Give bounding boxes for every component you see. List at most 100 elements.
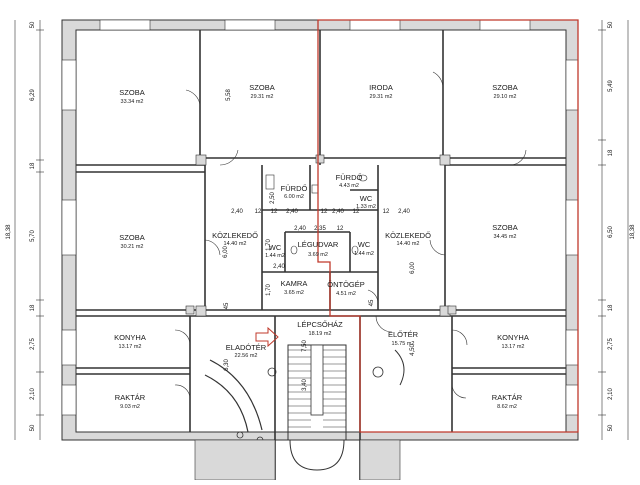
room-name: KONYHA <box>114 333 146 342</box>
dimension-label: 12 <box>353 209 360 215</box>
room-name: RAKTÁR <box>115 393 146 402</box>
room-name: SZOBA <box>119 88 144 97</box>
interior-walls <box>76 30 566 480</box>
room-area: 1.44 m2 <box>354 251 374 257</box>
dimension-label: 2,50 <box>270 192 276 204</box>
dimension-label: 4,50 <box>410 344 416 356</box>
dimension-label: 3,40 <box>302 379 308 391</box>
dimension-label: 45 <box>224 302 230 309</box>
dimension-label: 2,40 <box>286 209 298 215</box>
dimension-label: 6,50 <box>608 226 614 238</box>
dimension-label: 2,40 <box>398 209 410 215</box>
room-name: LÉPCSŐHÁZ <box>297 320 343 329</box>
dimension-label: 1,70 <box>266 239 272 251</box>
room-area: 18.19 m2 <box>309 331 332 337</box>
left-dimension-ticks <box>36 29 44 416</box>
staircase <box>287 344 347 471</box>
room-labels: SZOBA 33.34 m2 SZOBA 29.31 m2 IRODA 29.3… <box>114 83 529 410</box>
room-area: 4.43 m2 <box>339 183 359 189</box>
room-area: 13.17 m2 <box>119 344 142 350</box>
dimension-label: 6,29 <box>30 89 36 101</box>
room-name: RAKTÁR <box>492 393 523 402</box>
room-name: SZOBA <box>119 233 144 242</box>
dimension-label: 2,75 <box>608 338 614 350</box>
room-area: 3.69 m2 <box>308 252 328 258</box>
dimension-label: 45 <box>369 299 375 306</box>
room-name: SZOBA <box>492 223 517 232</box>
right-dimension-ticks <box>598 29 606 416</box>
room-area: 14.40 m2 <box>224 241 247 247</box>
room-area: 30.21 m2 <box>121 244 144 250</box>
room-name: FÜRDŐ <box>281 184 308 193</box>
edge-markers <box>194 439 401 481</box>
room-area: 9.03 m2 <box>120 404 140 410</box>
room-name: ÖNTÖGÉP <box>327 280 365 289</box>
dimension-label: 1,70 <box>266 284 272 296</box>
dimension-label: 5,58 <box>226 89 232 101</box>
dimension-label: 2,40 <box>231 209 243 215</box>
room-area: 15.75 m2 <box>392 341 415 347</box>
dimension-label: 6,30 <box>224 359 230 371</box>
dimension-label: 50 <box>30 424 36 431</box>
dimension-label: 6,00 <box>223 246 229 258</box>
room-area: 4.51 m2 <box>336 291 356 297</box>
dimension-label: 2,10 <box>30 388 36 400</box>
room-area: 1.33 m2 <box>356 204 376 210</box>
bathroom-fixtures <box>265 174 368 255</box>
room-name: IRODA <box>369 83 393 92</box>
dimension-label: 2,40 <box>332 209 344 215</box>
dimension-label: 12 <box>383 209 390 215</box>
room-area: 22.56 m2 <box>235 353 258 359</box>
dimension-label: 50 <box>30 21 36 28</box>
room-name: WC <box>269 243 282 252</box>
dimension-label: 12 <box>255 209 262 215</box>
dimension-label: 18 <box>30 162 36 169</box>
room-area: 34.45 m2 <box>494 234 517 240</box>
room-area: 13.17 m2 <box>502 344 525 350</box>
dimension-total: 18,38 <box>6 224 12 240</box>
dimension-label: 5,70 <box>30 230 36 242</box>
room-name: SZOBA <box>492 83 517 92</box>
room-area: 6.00 m2 <box>284 194 304 200</box>
inner-dimensions: 5,58 2,50 12 2,40 12 2,40 2,40 2,35 12 2… <box>223 89 416 391</box>
dimension-label: 2,35 <box>314 226 326 232</box>
left-dimension-chain: 50 6,29 18 5,70 18 2,75 2,10 50 18,38 <box>6 20 44 440</box>
dimension-label: 12 <box>321 209 328 215</box>
room-area: 29.31 m2 <box>251 94 274 100</box>
entry-arrow <box>255 326 279 348</box>
doors <box>174 71 527 399</box>
sales-counter <box>204 349 405 444</box>
dimension-label: 12 <box>337 226 344 232</box>
right-dimension-chain: 50 5,49 18 6,50 18 2,75 2,10 50 18,38 <box>598 20 636 440</box>
dimension-label: 18 <box>608 304 614 311</box>
room-name: KÖZLEKEDŐ <box>385 231 431 240</box>
room-name: KÖZLEKEDŐ <box>212 231 258 240</box>
room-area: 3.65 m2 <box>284 290 304 296</box>
dimension-label: 50 <box>608 424 614 431</box>
columns <box>185 154 457 317</box>
room-area: 29.10 m2 <box>494 94 517 100</box>
highlighted-area-outline <box>317 19 579 433</box>
room-area: 8.62 m2 <box>497 404 517 410</box>
dimension-label: 2,10 <box>608 388 614 400</box>
room-area: 33.34 m2 <box>121 99 144 105</box>
dimension-label: 18 <box>30 304 36 311</box>
dimension-label: 7,50 <box>302 340 308 352</box>
dimension-label: 5,49 <box>608 80 614 92</box>
dimension-total: 18,38 <box>630 224 636 240</box>
dimension-label: 50 <box>608 21 614 28</box>
room-area: 14.40 m2 <box>397 241 420 247</box>
dimension-label: 6,00 <box>410 262 416 274</box>
dimension-label: 2,40 <box>294 226 306 232</box>
room-area: 1.44 m2 <box>265 253 285 259</box>
room-name: LÉGUDVAR <box>298 240 339 249</box>
room-name: ELADÓTÉR <box>226 343 267 352</box>
dimension-label: 12 <box>271 209 278 215</box>
room-area: 29.31 m2 <box>370 94 393 100</box>
room-name: ELŐTÉR <box>388 330 419 339</box>
room-name: WC <box>360 194 373 203</box>
room-name: KONYHA <box>497 333 529 342</box>
room-name: KAMRA <box>281 279 308 288</box>
